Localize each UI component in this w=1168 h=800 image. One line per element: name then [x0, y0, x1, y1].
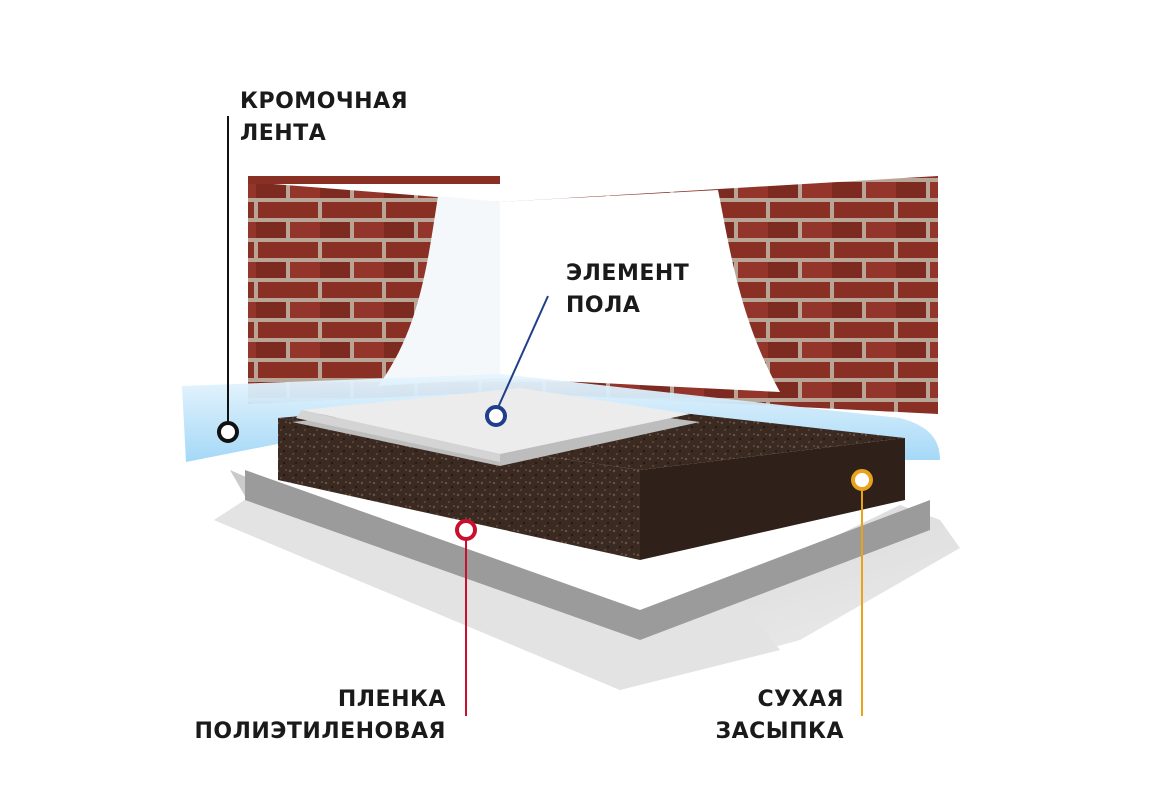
floor-element-marker [485, 405, 507, 427]
left-wall-sheet [378, 196, 500, 386]
dry-backfill-label-line2: ЗАСЫПКА [715, 719, 844, 744]
dry-backfill-label-line1: СУХАЯ [757, 687, 844, 712]
wall-top-left [248, 176, 500, 184]
floor-element-leader [495, 295, 549, 413]
edge-tape-strip [182, 374, 940, 462]
poly-film-label-line2: ПОЛИЭТИЛЕНОВАЯ [194, 719, 446, 744]
polyethylene-film [214, 470, 960, 690]
edge-tape-marker [217, 421, 239, 443]
floor-panel-edge [296, 410, 500, 462]
floor-element-label-line2: ПОЛА [566, 293, 641, 318]
poly-film-label-line1: ПЛЕНКА [337, 687, 446, 712]
edge-tape-label-line2: ЛЕНТА [240, 121, 327, 146]
film-bottom-surface [214, 490, 780, 690]
sand-layer [245, 470, 930, 640]
backfill-front-right [640, 438, 905, 560]
floor-element-label-line1: ЭЛЕМЕНТ [566, 261, 690, 286]
poly-film-label: ПЛЕНКА ПОЛИЭТИЛЕНОВАЯ [194, 684, 446, 748]
dry-backfill-label: СУХАЯ ЗАСЫПКА [715, 684, 844, 748]
floor-element-label: ЭЛЕМЕНТ ПОЛА [566, 258, 689, 322]
edge-tape-label: КРОМОЧНАЯ ЛЕНТА [240, 86, 408, 150]
edge-tape-label-line1: КРОМОЧНАЯ [240, 89, 409, 114]
poly-film-marker [455, 519, 477, 541]
right-wall-sheet [500, 190, 780, 392]
backfill-front-left [278, 418, 640, 560]
dry-backfill-marker [851, 469, 873, 491]
